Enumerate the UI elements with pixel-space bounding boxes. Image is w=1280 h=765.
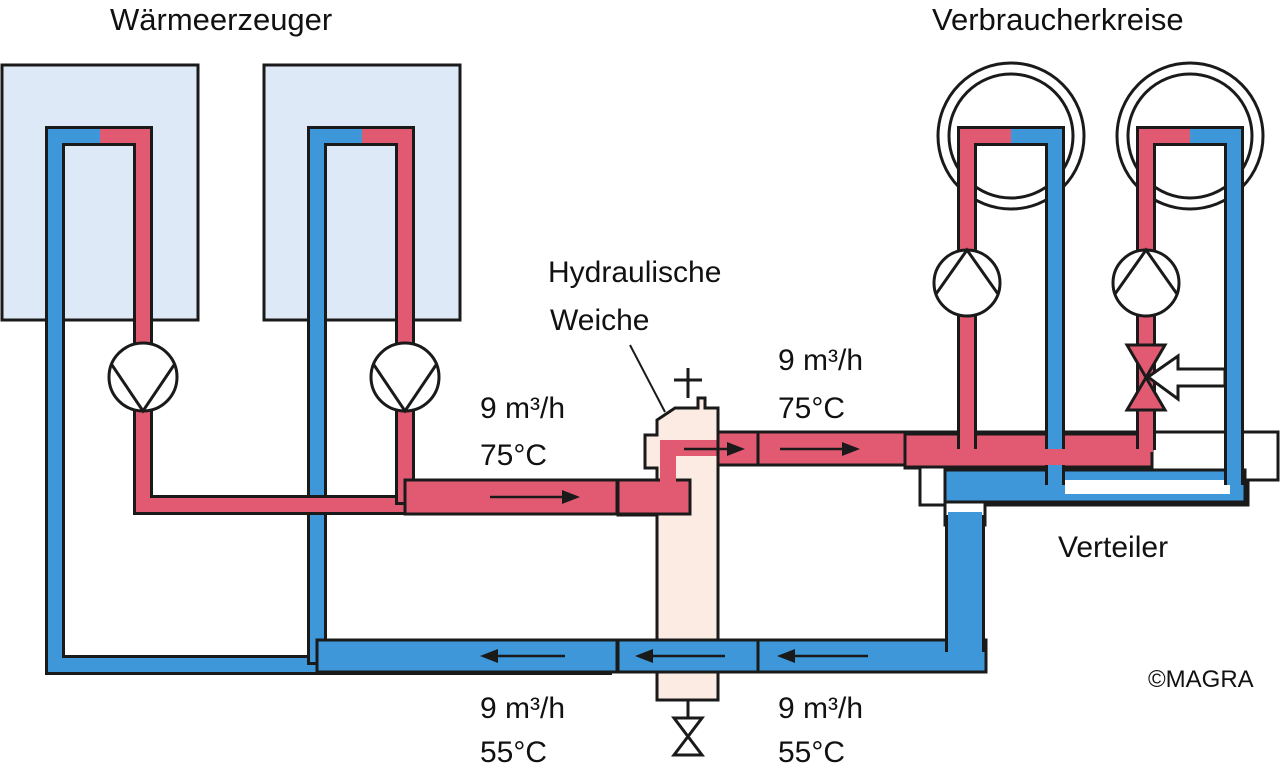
pump-icon xyxy=(107,341,179,414)
flow-arrow-return-1 xyxy=(777,649,868,663)
consumer-ring-1 xyxy=(936,61,1086,211)
consumer-1-return-leg xyxy=(1011,126,1065,485)
consumer-ring-2 xyxy=(1115,61,1265,211)
flow-supply-out-rate: 9 m³/h xyxy=(778,344,863,377)
pump-icon xyxy=(932,247,1002,318)
consumer-2-return-leg xyxy=(1190,126,1244,485)
actuator-arrow-icon xyxy=(1145,353,1227,402)
flow-arrow-supply-1 xyxy=(490,490,580,504)
return-trunk-left xyxy=(315,638,619,674)
copyright: ©MAGRA xyxy=(1148,666,1254,693)
generators-title: Wärmeerzeuger xyxy=(110,2,332,37)
heat-generator-2 xyxy=(262,63,462,322)
generator-1-supply-loop xyxy=(100,126,612,515)
heat-generator-1 xyxy=(0,63,200,322)
distributor-return-gap xyxy=(1065,480,1230,494)
pump-icon xyxy=(369,341,441,414)
separator-leader-line xyxy=(629,344,666,413)
pump-icon xyxy=(1111,247,1181,318)
flow-arrow-supply-3 xyxy=(780,442,860,456)
flow-supply-in-rate: 9 m³/h xyxy=(480,392,565,425)
consumers-title: Verbraucherkreise xyxy=(932,2,1184,37)
consumer-1-supply-leg xyxy=(957,126,1011,452)
flow-return-in-rate: 9 m³/h xyxy=(778,692,863,725)
flow-arrow-return-3 xyxy=(480,649,565,663)
drain-valve-icon xyxy=(670,716,706,757)
flow-supply-out-temp: 75°C xyxy=(778,392,845,425)
distributor-supply-fill xyxy=(907,449,1150,465)
flow-supply-in-temp: 75°C xyxy=(480,439,547,472)
distributor-label: Verteiler xyxy=(1058,531,1168,564)
separator-label-line1: Hydraulische xyxy=(548,256,721,289)
flow-arrow-return-2 xyxy=(635,649,725,663)
flow-arrow-supply-2 xyxy=(684,442,745,456)
separator-supply-inlet xyxy=(616,478,692,516)
separator-label-line2: Weiche xyxy=(550,304,650,337)
flow-return-out-rate: 9 m³/h xyxy=(480,692,565,725)
flow-return-in-temp: 55°C xyxy=(778,736,845,765)
flow-return-out-temp: 55°C xyxy=(480,736,547,765)
mixing-valve-icon xyxy=(1124,343,1168,412)
